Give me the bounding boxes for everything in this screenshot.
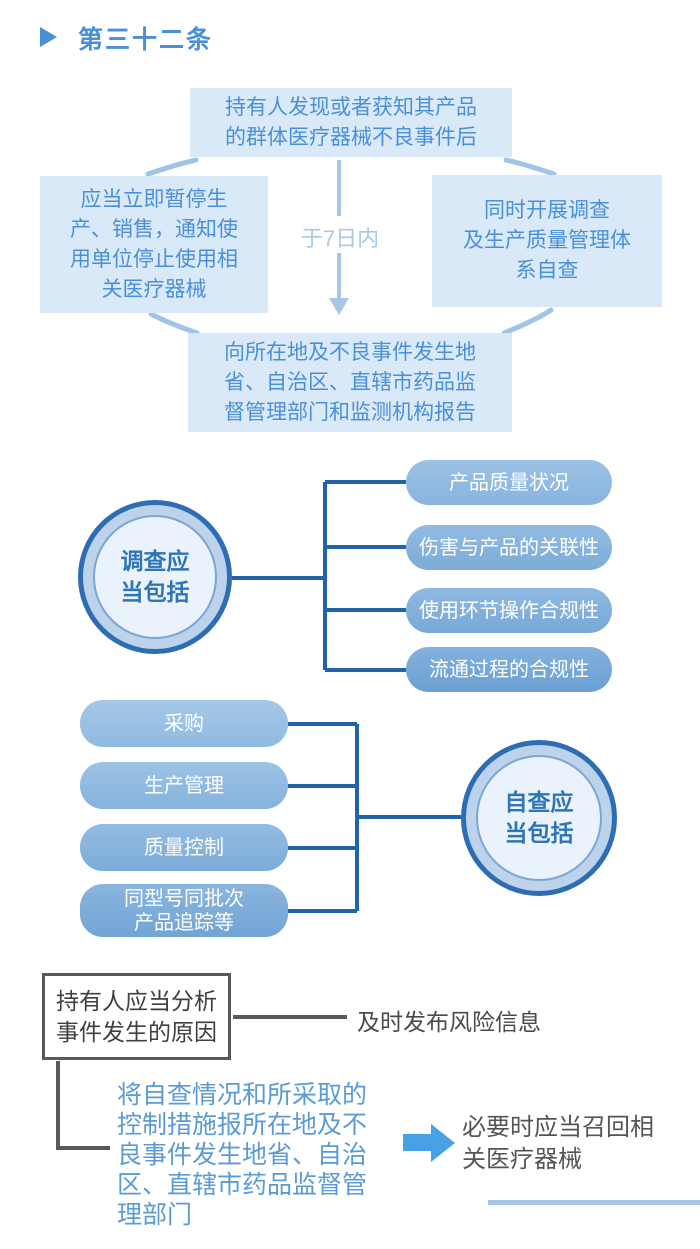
self-check-circle-label: 自查应 当包括	[476, 755, 602, 881]
self-check-bracket	[288, 722, 461, 913]
investigation-circle: 调查应 当包括	[78, 500, 232, 654]
seven-day-label: 于7日内	[294, 221, 386, 253]
recall-arrow-icon	[403, 1134, 431, 1151]
self-check-circle: 自查应 当包括	[461, 740, 617, 896]
risk-info-text: 及时发布风险信息	[357, 1009, 541, 1035]
investigation-bracket	[232, 480, 406, 672]
flow-left-box: 应当立即暂停生 产、销售，通知使 用单位停止使用相 关医疗器械	[40, 176, 268, 313]
investigation-item-4: 流通过程的合规性	[406, 647, 612, 692]
report-text: 将自查情况和所采取的 控制措施报所在地及不 良事件发生地省、自治 区、直辖市药品…	[117, 1081, 368, 1229]
self-check-item-2: 生产管理	[80, 762, 288, 809]
flow-swoosh-connectors	[145, 157, 557, 336]
article-title: 第三十二条	[78, 26, 214, 54]
self-check-item-1: 采购	[80, 700, 288, 747]
recall-text: 必要时应当召回相 关医疗器械	[462, 1114, 654, 1173]
investigation-item-1: 产品质量状况	[406, 460, 612, 505]
flow-top-box: 持有人发现或者获知其产品 的群体医疗器械不良事件后	[190, 88, 512, 157]
analysis-connectors	[56, 1015, 347, 1150]
investigation-circle-label: 调查应 当包括	[93, 515, 217, 639]
seven-day-arrow	[329, 160, 349, 315]
footer-decoration-strip	[488, 1200, 700, 1205]
self-check-item-4: 同型号同批次 产品追踪等	[80, 884, 288, 937]
analysis-box: 持有人应当分析 事件发生的原因	[42, 973, 231, 1060]
investigation-item-2: 伤害与产品的关联性	[406, 525, 612, 570]
flow-right-box: 同时开展调查 及生产质量管理体 系自查	[432, 175, 662, 307]
recall-arrow-head-icon	[431, 1124, 455, 1162]
play-triangle-icon	[40, 27, 57, 47]
flow-bottom-box: 向所在地及不良事件发生地 省、自治区、直辖市药品监 督管理部门和监测机构报告	[188, 333, 512, 432]
investigation-item-3: 使用环节操作合规性	[406, 588, 612, 633]
self-check-item-3: 质量控制	[80, 824, 288, 871]
